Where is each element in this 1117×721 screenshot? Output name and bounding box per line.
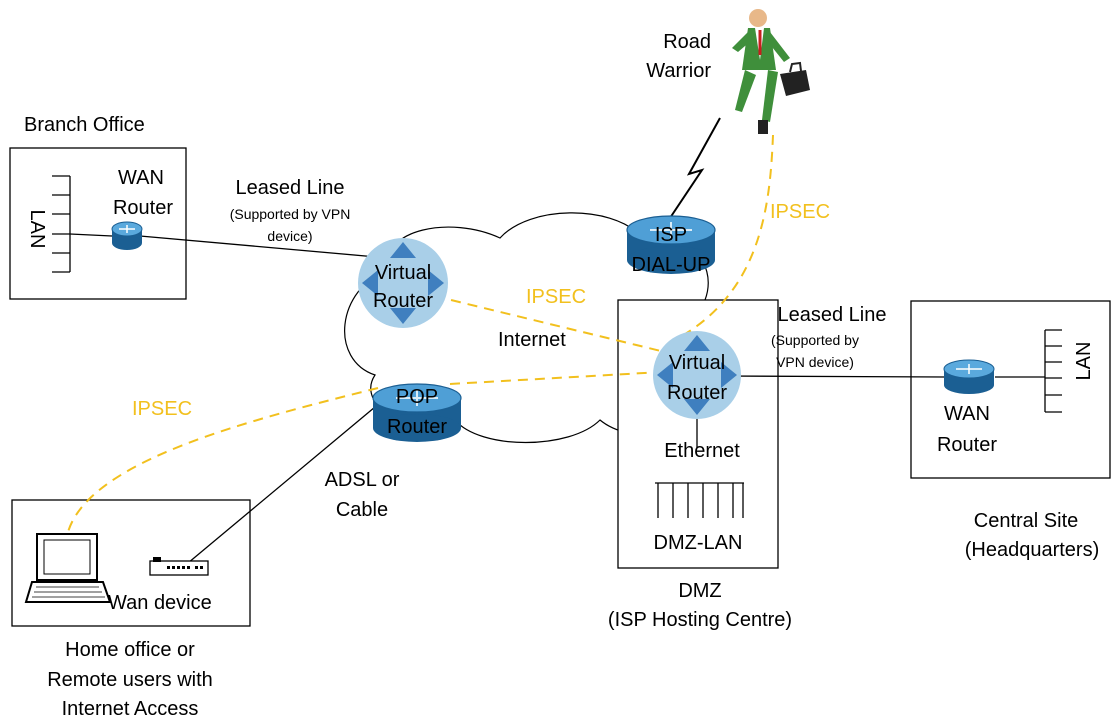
branch-office-box <box>9 147 187 300</box>
dmz-lan-bus <box>655 482 744 518</box>
branch-leased-line <box>139 235 389 259</box>
branch-lan-bus <box>52 175 71 273</box>
branch-office-title: Branch Office <box>24 114 145 136</box>
road-warrior-figure <box>732 9 810 134</box>
central-leased-line <box>719 375 946 378</box>
central-site-label: Central Site <box>974 510 1079 532</box>
branch-lan-label: LAN <box>26 210 48 249</box>
road-warrior-label-2: Warrior <box>646 60 711 82</box>
ipsec-label-roadwarrior: IPSEC <box>770 201 830 223</box>
virtual-router-dmz-icon <box>653 331 741 419</box>
pop-router-label-2: Router <box>387 416 447 438</box>
ipsec-tunnels <box>67 134 774 533</box>
leased-line-central-sub-2: VPN device) <box>776 354 854 370</box>
ipsec-label-home: IPSEC <box>132 398 192 420</box>
branch-wan-router-label: WAN <box>118 167 164 189</box>
ethernet-label: Ethernet <box>664 440 740 462</box>
virtual-router-dmz-label: Virtual <box>669 352 725 374</box>
virtual-router-left-icon <box>358 238 448 328</box>
dialup-wireless-bolt <box>669 117 721 219</box>
leased-line-branch-sub-2: device) <box>267 228 312 244</box>
virtual-router-left-label: Virtual <box>375 262 431 284</box>
adsl-link <box>181 406 376 569</box>
branch-wan-router-icon <box>111 221 143 250</box>
isp-dialup-router-icon <box>626 215 716 274</box>
branch-lan-link <box>69 233 113 237</box>
central-wan-router-icon <box>943 359 995 394</box>
home-office-label-2: Remote users with <box>47 669 213 691</box>
isp-dialup-label-2: DIAL-UP <box>632 254 711 276</box>
home-office-label: Home office or <box>65 639 195 661</box>
leased-line-central-sub: (Supported by <box>771 332 859 348</box>
home-office-label-3: Internet Access <box>62 698 199 720</box>
virtual-router-left-label-2: Router <box>373 290 433 312</box>
leased-line-branch-sub: (Supported by VPN <box>230 206 351 222</box>
internet-label: Internet <box>498 329 566 351</box>
ipsec-tunnel-pop <box>449 371 663 385</box>
laptop-icon <box>24 533 112 603</box>
virtual-router-dmz-label-2: Router <box>667 382 727 404</box>
pop-router-icon <box>372 383 462 442</box>
isp-dialup-label: ISP <box>655 224 687 246</box>
adsl-label: ADSL or <box>325 469 400 491</box>
dmz-label-2: (ISP Hosting Centre) <box>608 609 792 631</box>
central-lan-bus <box>1044 329 1062 413</box>
central-lan-label: LAN <box>1073 342 1095 381</box>
ipsec-tunnel-home <box>67 387 379 533</box>
home-office-box <box>11 499 251 627</box>
central-site-box <box>910 300 1111 479</box>
wan-device-label: Wan device <box>108 592 212 614</box>
central-wan-router-label: WAN <box>944 403 990 425</box>
ipsec-label-middle: IPSEC <box>526 286 586 308</box>
dmz-lan-label: DMZ-LAN <box>654 532 743 554</box>
wan-device-icon <box>149 557 209 576</box>
leased-line-central-label: Leased Line <box>778 304 887 326</box>
adsl-label-2: Cable <box>336 499 388 521</box>
road-warrior-label: Road <box>663 31 711 53</box>
ipsec-tunnel-roadwarrior <box>664 134 774 346</box>
ipsec-tunnel-branch <box>417 291 666 353</box>
leased-line-branch-label: Leased Line <box>236 177 345 199</box>
dmz-label: DMZ <box>678 580 721 602</box>
branch-wan-router-label-2: Router <box>113 197 173 219</box>
pop-router-label: POP <box>396 386 438 408</box>
central-wan-router-label-2: Router <box>937 434 997 456</box>
central-site-label-2: (Headquarters) <box>965 539 1100 561</box>
